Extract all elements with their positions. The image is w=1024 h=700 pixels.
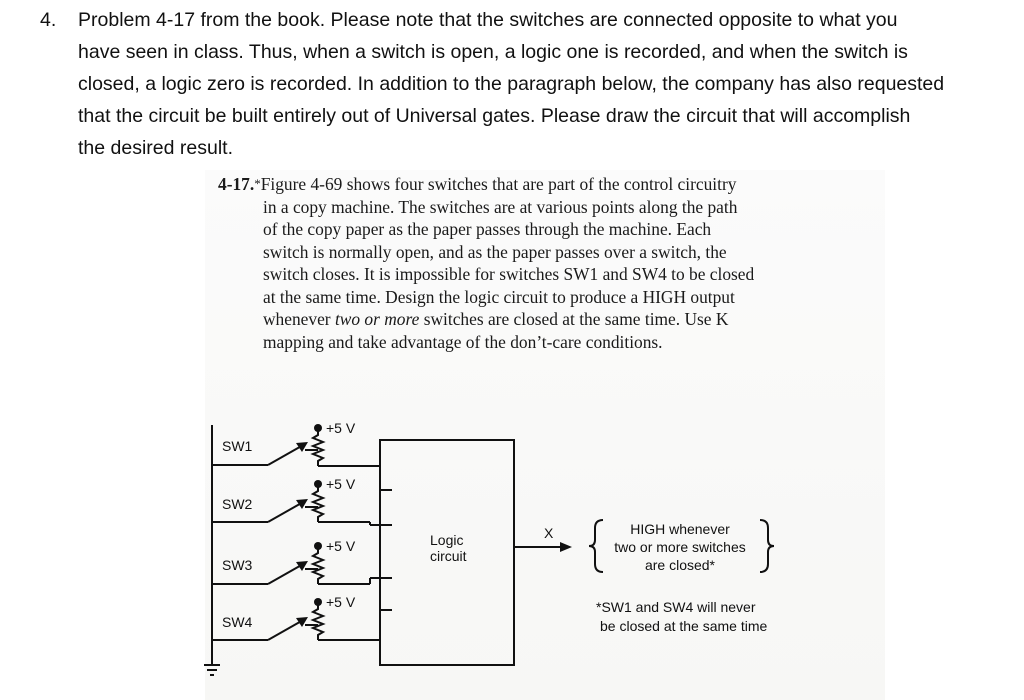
logic-circuit-block: [379, 439, 515, 666]
pullup-resistor-3: [310, 548, 326, 584]
exercise-number: 4-17.: [218, 174, 255, 194]
pullup-resistor-4: [310, 604, 326, 640]
problem-number: 4.: [40, 9, 57, 31]
problem-statement: 4. Problem 4-17 from the book. Please no…: [40, 4, 1015, 164]
problem-line: Problem 4-17 from the book. Please note …: [78, 9, 898, 31]
footnote-line: be closed at the same time: [600, 618, 768, 634]
problem-line: have seen in class. Thus, when a switch …: [78, 41, 908, 63]
supply-label-4: +5 V: [326, 594, 356, 610]
block-label-line1: Logic: [430, 532, 463, 548]
note-line: HIGH whenever: [630, 521, 730, 537]
book-line: switch is normally open, and as the pape…: [263, 241, 727, 262]
book-line: whenever two or more switches are closed…: [218, 308, 878, 331]
switch-sw1: [212, 443, 318, 466]
book-line: 4-17.*Figure 4-69 shows four switches th…: [218, 173, 878, 196]
supply-label-3: +5 V: [326, 538, 356, 554]
supply-dot-4: [314, 598, 322, 606]
problem-text: Problem 4-17 from the book. Please note …: [78, 4, 1015, 164]
block-label-line2: circuit: [430, 548, 467, 564]
switch-label-sw4: SW4: [222, 614, 253, 630]
problem-line: the desired result.: [78, 137, 234, 159]
switch-sw4: [212, 618, 318, 641]
switch-label-sw3: SW3: [222, 557, 253, 573]
supply-dot-1: [314, 424, 322, 432]
book-line: of the copy paper as the paper passes th…: [263, 219, 712, 239]
footnote-line: *SW1 and SW4 will never: [596, 599, 756, 615]
emphasis-text: two or more: [334, 309, 420, 329]
switch-sw2: [212, 500, 318, 523]
star-mark: *: [254, 176, 261, 191]
left-brace: [588, 519, 604, 573]
pullup-resistor-1: [310, 430, 326, 466]
pullup-resistor-2: [310, 486, 326, 522]
problem-line: closed, a logic zero is recorded. In add…: [78, 73, 945, 95]
book-line-text: whenever: [263, 309, 331, 329]
supply-label-2: +5 V: [326, 476, 356, 492]
book-line: at the same time. Design the logic circu…: [263, 286, 735, 307]
book-excerpt: 4-17.*Figure 4-69 shows four switches th…: [218, 173, 878, 353]
supply-dot-2: [314, 480, 322, 488]
note-line: are closed*: [645, 557, 716, 573]
note-line: two or more switches: [614, 539, 745, 555]
book-line: switch closes. It is impossible for swit…: [263, 264, 755, 284]
switch-sw3: [212, 562, 318, 585]
right-brace: [759, 519, 775, 573]
book-line-text: switches are closed at the same time. Us…: [423, 309, 729, 329]
output-label: X: [544, 525, 554, 541]
supply-dots: [314, 424, 322, 606]
book-line-text: Figure 4-69 shows four switches that are…: [260, 174, 737, 194]
switch-label-sw1: SW1: [222, 438, 253, 454]
book-line: in a copy machine. The switches are at v…: [263, 196, 738, 217]
book-line: mapping and take advantage of the don’t-…: [263, 331, 663, 352]
problem-line: that the circuit be built entirely out o…: [78, 105, 911, 127]
supply-label-1: +5 V: [326, 420, 356, 436]
switch-label-sw2: SW2: [222, 496, 253, 512]
supply-dot-3: [314, 542, 322, 550]
